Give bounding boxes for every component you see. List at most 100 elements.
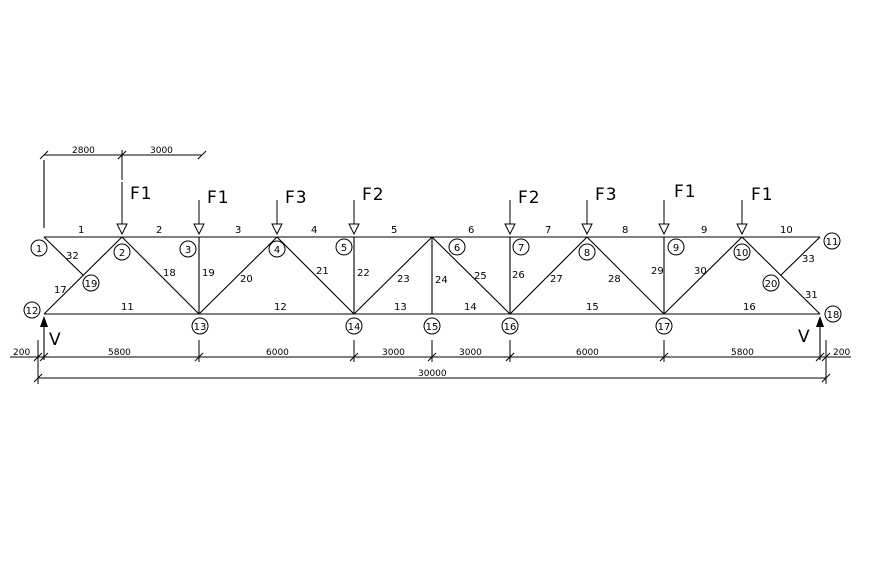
- load-arrow: F2: [348, 185, 385, 236]
- dimension-label: 3000: [382, 348, 405, 358]
- dimension-label: 5800: [731, 348, 754, 358]
- node-marker: 9: [667, 238, 685, 256]
- svg-text:15: 15: [426, 322, 439, 333]
- web-member: [431, 236, 511, 315]
- node-marker: 16: [501, 317, 519, 335]
- dimension-label: 6000: [266, 348, 289, 358]
- svg-text:6: 6: [454, 243, 460, 254]
- member-label: 23: [397, 274, 410, 285]
- member-label: 15: [586, 302, 599, 313]
- svg-text:8: 8: [584, 248, 590, 259]
- member-label: 8: [622, 225, 628, 236]
- node-marker: 8: [578, 243, 596, 261]
- member-label: 22: [357, 268, 370, 279]
- node-marker: 18: [824, 305, 842, 323]
- member-label: 26: [512, 270, 525, 281]
- load-label: F3: [285, 188, 308, 208]
- member-label: 1: [78, 225, 84, 236]
- member-label: 9: [701, 225, 707, 236]
- load-label: F1: [674, 182, 697, 202]
- top-dimension: 2800 3000: [39, 146, 207, 180]
- load-arrow: F1: [193, 188, 230, 236]
- bottom-chord-labels: 11 12 13 14 15 16: [121, 302, 756, 313]
- member-label: 32: [66, 251, 79, 262]
- web-member: [121, 236, 200, 315]
- left-support-label: V: [49, 330, 62, 350]
- svg-text:3: 3: [185, 245, 191, 256]
- bottom-dimension: 200 5800 6000 3000 3000 6000 5800 200 30…: [10, 340, 851, 384]
- truss-structure: [43, 160, 821, 315]
- member-label: 20: [240, 274, 253, 285]
- member-label: 6: [468, 225, 474, 236]
- node-marker: 17: [655, 317, 673, 335]
- load-arrow: F2: [504, 188, 541, 236]
- right-support-label: V: [798, 327, 811, 347]
- right-support-arrowhead: [816, 316, 824, 327]
- web-member: [198, 236, 278, 315]
- svg-text:20: 20: [765, 279, 778, 290]
- left-support-arrowhead: [40, 316, 48, 327]
- load-label: F1: [130, 184, 153, 204]
- member-label: 24: [435, 275, 448, 286]
- dimension-label: 200: [13, 348, 30, 358]
- member-label: 17: [54, 285, 67, 296]
- web-member: [509, 236, 588, 315]
- svg-text:14: 14: [348, 322, 361, 333]
- member-label: 25: [474, 271, 487, 282]
- load-arrow: F1: [736, 185, 774, 236]
- web-member: [43, 236, 123, 315]
- svg-text:16: 16: [504, 322, 517, 333]
- web-member: [663, 236, 743, 315]
- web-member: [276, 236, 355, 315]
- node-marker: 20: [762, 274, 780, 292]
- svg-text:10: 10: [736, 248, 749, 259]
- member-label: 7: [545, 225, 551, 236]
- member-label: 5: [391, 225, 397, 236]
- web-member: [353, 236, 433, 315]
- member-label: 4: [311, 225, 317, 236]
- member-label: 12: [274, 302, 287, 313]
- member-label: 13: [394, 302, 407, 313]
- member-label: 19: [202, 268, 215, 279]
- top-chord-labels: 1 2 3 4 5 6 7 8 9 10: [78, 225, 793, 236]
- member-label: 33: [802, 254, 815, 265]
- node-marker: 7: [512, 238, 530, 256]
- dimension-label: 3000: [459, 348, 482, 358]
- svg-text:11: 11: [826, 237, 839, 248]
- load-label: F2: [518, 188, 541, 208]
- member-label: 3: [235, 225, 241, 236]
- member-label: 28: [608, 274, 621, 285]
- svg-text:17: 17: [658, 322, 671, 333]
- node-marker: 10: [733, 243, 751, 261]
- load-label: F1: [207, 188, 230, 208]
- web-member: [43, 236, 84, 276]
- member-label: 29: [651, 266, 664, 277]
- member-label: 14: [464, 302, 477, 313]
- dimension-label: 200: [833, 348, 850, 358]
- svg-text:4: 4: [274, 245, 280, 256]
- node-marker: 14: [345, 317, 363, 335]
- web-member: [780, 236, 821, 276]
- svg-text:12: 12: [26, 306, 39, 317]
- node-marker: 11: [823, 232, 841, 250]
- svg-text:2: 2: [119, 248, 125, 259]
- dimension-label: 3000: [150, 146, 173, 156]
- load-arrow: F1: [658, 182, 697, 236]
- svg-text:7: 7: [518, 243, 524, 254]
- node-marker: 15: [423, 317, 441, 335]
- web-member-labels: 17 18 19 20 21 22 23 24 25 26 27 28 29 3…: [54, 251, 818, 301]
- node-marker: 19: [82, 274, 100, 292]
- dimension-label: 6000: [576, 348, 599, 358]
- load-label: F2: [362, 185, 385, 205]
- node-marker: 3: [179, 240, 197, 258]
- load-arrow: F3: [271, 188, 308, 236]
- total-dimension-label: 30000: [418, 369, 447, 379]
- dimension-label: 2800: [72, 146, 95, 156]
- member-label: 11: [121, 302, 134, 313]
- load-label: F1: [751, 185, 774, 205]
- node-marker: 6: [448, 238, 466, 256]
- node-marker: 5: [335, 238, 353, 256]
- member-label: 16: [743, 302, 756, 313]
